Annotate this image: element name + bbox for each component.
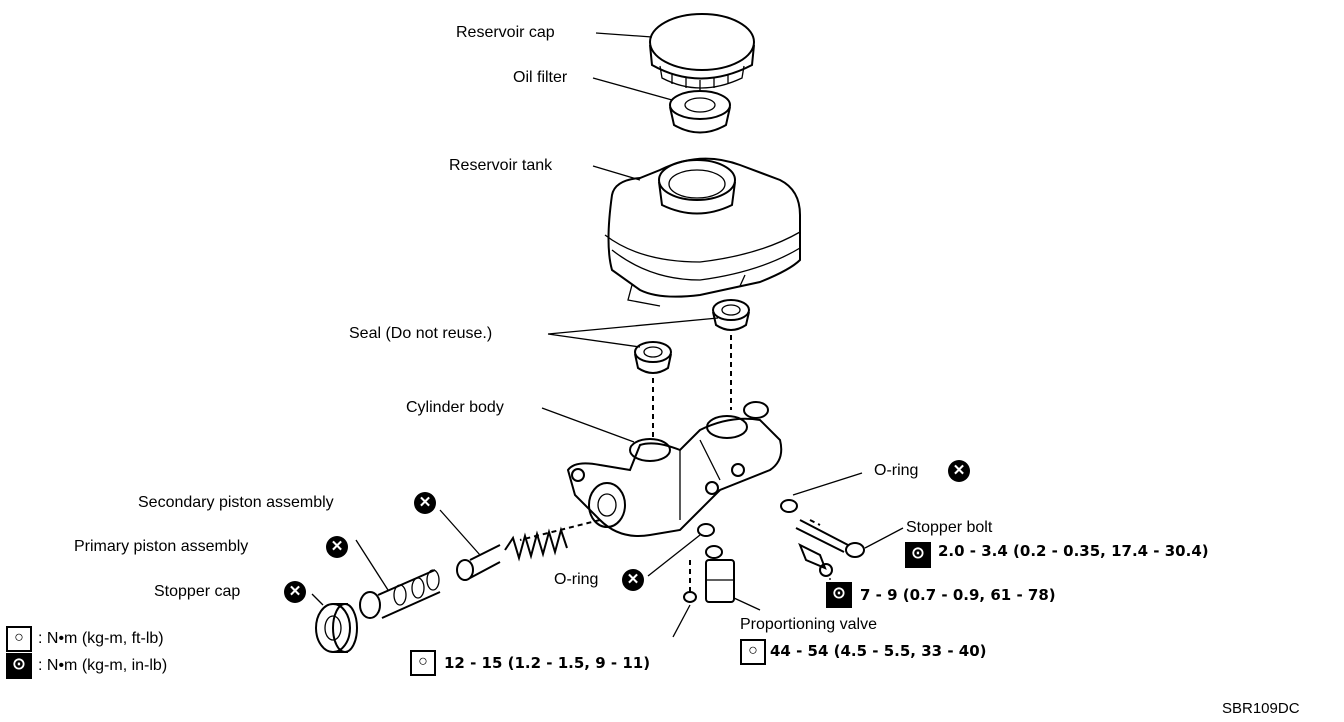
x-circle-icon: ✕ [948,460,970,482]
x-circle-icon: ✕ [414,492,436,514]
cylinder-body-drawing [566,401,783,537]
torque-wrench-icon: ○ [6,626,32,652]
torque-fitting-low: 12 - 15 (1.2 - 1.5, 9 - 11) [444,654,651,672]
seal-upper-drawing [712,299,750,331]
small-washer-drawing [683,591,697,603]
proportioning-valve-drawing [705,545,735,603]
label-cylinder-body: Cylinder body [406,399,504,416]
torque-wrench-icon: ○ [410,650,436,676]
reservoir-cap-drawing [649,13,755,90]
reservoir-tank-drawing [604,157,801,307]
label-reservoir-cap: Reservoir cap [456,24,555,41]
o-ring-right-drawing [780,499,798,513]
x-circle-icon: ✕ [622,569,644,591]
fitting-drawing [798,542,833,577]
secondary-piston-drawing [456,526,568,581]
seal-lower-drawing [634,341,672,374]
torque-wrench-inverted-icon: ⊙ [6,653,32,679]
x-circle-icon: ✕ [326,536,348,558]
torque-wrench-inverted-icon: ⊙ [826,582,852,608]
figure-code: SBR109DC [1222,700,1300,717]
label-primary-piston: Primary piston assembly [74,538,249,555]
stopper-cap-drawing [315,603,358,653]
torque-stopper-bolt: 2.0 - 3.4 (0.2 - 0.35, 17.4 - 30.4) [938,542,1209,560]
label-stopper-cap: Stopper cap [154,583,241,600]
x-circle-icon: ✕ [284,581,306,603]
label-proportioning-valve: Proportioning valve [740,616,877,633]
label-oil-filter: Oil filter [513,69,568,86]
label-seal: Seal (Do not reuse.) [349,325,493,342]
leader-lines [311,32,904,638]
oil-filter-drawing [669,90,731,134]
label-o-ring-right: O-ring [874,462,919,479]
torque-wrench-inverted-icon: ⊙ [905,542,931,568]
primary-piston-drawing [359,569,441,619]
torque-proportioning-valve: 44 - 54 (4.5 - 5.5, 33 - 40) [770,642,987,660]
stopper-bolt-drawing [795,519,865,558]
legend-ft-lb: : N•m (kg-m, ft-lb) [38,630,164,647]
label-stopper-bolt: Stopper bolt [906,519,993,536]
label-reservoir-tank: Reservoir tank [449,157,553,174]
torque-fitting-mid: 7 - 9 (0.7 - 0.9, 61 - 78) [860,586,1056,604]
o-ring-lower-drawing [697,523,715,537]
label-o-ring-lower: O-ring [554,571,599,588]
legend-in-lb: : N•m (kg-m, in-lb) [38,657,168,674]
torque-wrench-icon: ○ [740,639,766,665]
label-secondary-piston: Secondary piston assembly [138,494,334,511]
